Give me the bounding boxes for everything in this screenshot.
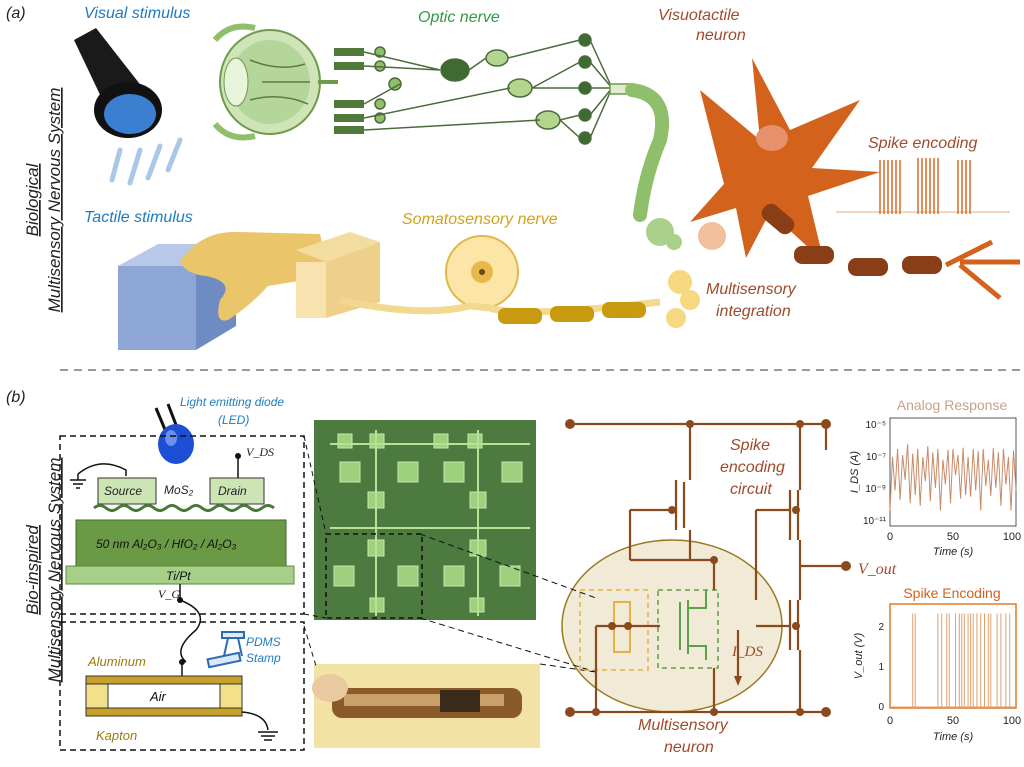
svg-text:Ti/Pt: Ti/Pt [166, 569, 191, 583]
panel-a-side-title-2: Multisensory Nervous System [45, 88, 64, 313]
chart2-ylabel: V_out (V) [853, 632, 865, 679]
visual-stimulus-label: Visual stimulus [84, 5, 190, 22]
spike-encoding-trace [836, 158, 1010, 214]
ground-right-icon [241, 711, 278, 741]
chart2-ytick-1: 1 [878, 662, 884, 673]
svg-text:encoding: encoding [720, 459, 785, 476]
flashlight-icon [74, 28, 183, 186]
ids-label: I_DS [731, 644, 763, 660]
ground-left-icon [70, 463, 127, 489]
visuotactile-neuron [690, 58, 1020, 300]
panel-a-label: (a) [6, 5, 26, 22]
somatosensory-nerve [339, 235, 700, 328]
spike-encoding-chart: Spike Encoding 0 1 2 0 50 100 Time (s) V… [853, 585, 1021, 743]
skin-block-icon [296, 232, 380, 318]
spike-encoding-circuit [570, 422, 846, 714]
svg-text:50 nm Al₂O₃ / HfO₂ / Al₂O₃: 50 nm Al₂O₃ / HfO₂ / Al₂O₃ [96, 537, 237, 551]
tactile-stimulus-label: Tactile stimulus [84, 209, 193, 226]
drain-electrode [209, 477, 265, 505]
svg-text:Multisensory: Multisensory [638, 717, 729, 734]
optic-nerve-network [334, 33, 633, 145]
circuit-nodes [565, 419, 851, 717]
spike-circuit-label: Spike encoding circuit [720, 437, 785, 498]
aluminum-bottom [85, 707, 243, 717]
kapton-right [219, 683, 243, 709]
panel-b-side-title-1: Bio-inspired [23, 525, 42, 615]
chart2-xlabel: Time (s) [933, 731, 974, 743]
svg-text:Spike: Spike [730, 437, 770, 454]
svg-text:Multisensory: Multisensory [706, 281, 797, 298]
vout-label: V_out [858, 561, 897, 578]
visuotactile-label: Visuotactile neuron [658, 7, 746, 44]
tribo-callout-box [59, 621, 305, 751]
chart1-xtick-1: 50 [947, 531, 959, 543]
multisensory-integration-label: Multisensory integration [706, 281, 797, 320]
transistor-inset-box [657, 589, 719, 669]
somatosensory-nerve-label: Somatosensory nerve [402, 211, 558, 228]
hand-icon [180, 231, 330, 321]
gate-wire [179, 599, 202, 663]
chart1-series-line [889, 444, 1017, 511]
eye-icon [212, 23, 338, 141]
multisensory-neuron-label: Multisensory neuron [638, 717, 729, 756]
chart2-xtick-2: 100 [1003, 715, 1021, 727]
svg-text:neuron: neuron [696, 27, 746, 44]
chart2-frame [889, 603, 1017, 709]
dielectric-stack [75, 519, 287, 567]
svg-text:(LED): (LED) [218, 413, 249, 427]
svg-text:Visuotactile: Visuotactile [658, 7, 740, 24]
chart2-ytick-2: 2 [878, 622, 884, 633]
svg-text:Drain: Drain [218, 484, 247, 498]
kapton-label: Kapton [96, 728, 137, 743]
svg-text:neuron: neuron [664, 739, 714, 756]
vds-label: V_DS [246, 445, 274, 459]
optic-nerve-label: Optic nerve [418, 9, 500, 26]
svg-text:Stamp: Stamp [246, 651, 281, 665]
device-callout-box [59, 435, 305, 615]
panel-b-label: (b) [6, 389, 26, 406]
led-label: Light emitting diode (LED) [180, 395, 284, 427]
chart2-xtick-1: 50 [947, 715, 959, 727]
pdms-label: PDMS Stamp [246, 635, 281, 665]
chip-array-image [314, 420, 536, 620]
pdms-stamp-icon [206, 631, 245, 669]
chart1-xtick-0: 0 [887, 531, 893, 543]
transistor-symbol [679, 590, 707, 660]
chart1-xlabel: Time (s) [933, 546, 974, 558]
kapton-left [85, 683, 109, 709]
chart1-title: Analog Response [897, 397, 1008, 413]
svg-text:PDMS: PDMS [246, 635, 281, 649]
svg-text:Air: Air [149, 689, 167, 704]
svg-text:Source: Source [104, 484, 142, 498]
tribo-inset-box [579, 589, 649, 671]
visual-axon [625, 83, 670, 222]
vg-label: V_G [158, 587, 180, 601]
chart1-ylabel: I_DS (A) [849, 451, 861, 494]
mos2-layer [93, 504, 275, 512]
aluminum-top [85, 675, 243, 685]
chart1-xtick-2: 100 [1003, 531, 1021, 543]
chart1-ytick-2: 10⁻⁹ [865, 484, 886, 495]
svg-text:integration: integration [716, 303, 791, 320]
aluminum-label: Aluminum [87, 654, 146, 669]
panel-b-side-title-2: Multisensory Nervous System [45, 458, 64, 683]
mos2-label: MoS₂ [164, 483, 194, 497]
source-electrode [97, 477, 157, 505]
panel-a-side-title-1: Biological [23, 162, 42, 236]
chart2-ytick-0: 0 [878, 702, 884, 713]
svg-text:Light emitting diode: Light emitting diode [180, 395, 284, 409]
chart1-ytick-0: 10⁻⁵ [865, 420, 886, 431]
chart1-ytick-1: 10⁻⁷ [866, 452, 886, 463]
analog-response-chart: Analog Response 10⁻⁵ 10⁻⁷ 10⁻⁹ 10⁻¹¹ 0 5… [849, 397, 1021, 558]
led-icon [154, 403, 194, 464]
svg-text:circuit: circuit [730, 481, 772, 498]
chart2-title: Spike Encoding [903, 585, 1000, 601]
chart2-xtick-0: 0 [887, 715, 893, 727]
spike-encoding-label: Spike encoding [868, 135, 978, 152]
chart1-ytick-3: 10⁻¹¹ [863, 516, 887, 527]
flexible-device-photo [312, 664, 540, 748]
